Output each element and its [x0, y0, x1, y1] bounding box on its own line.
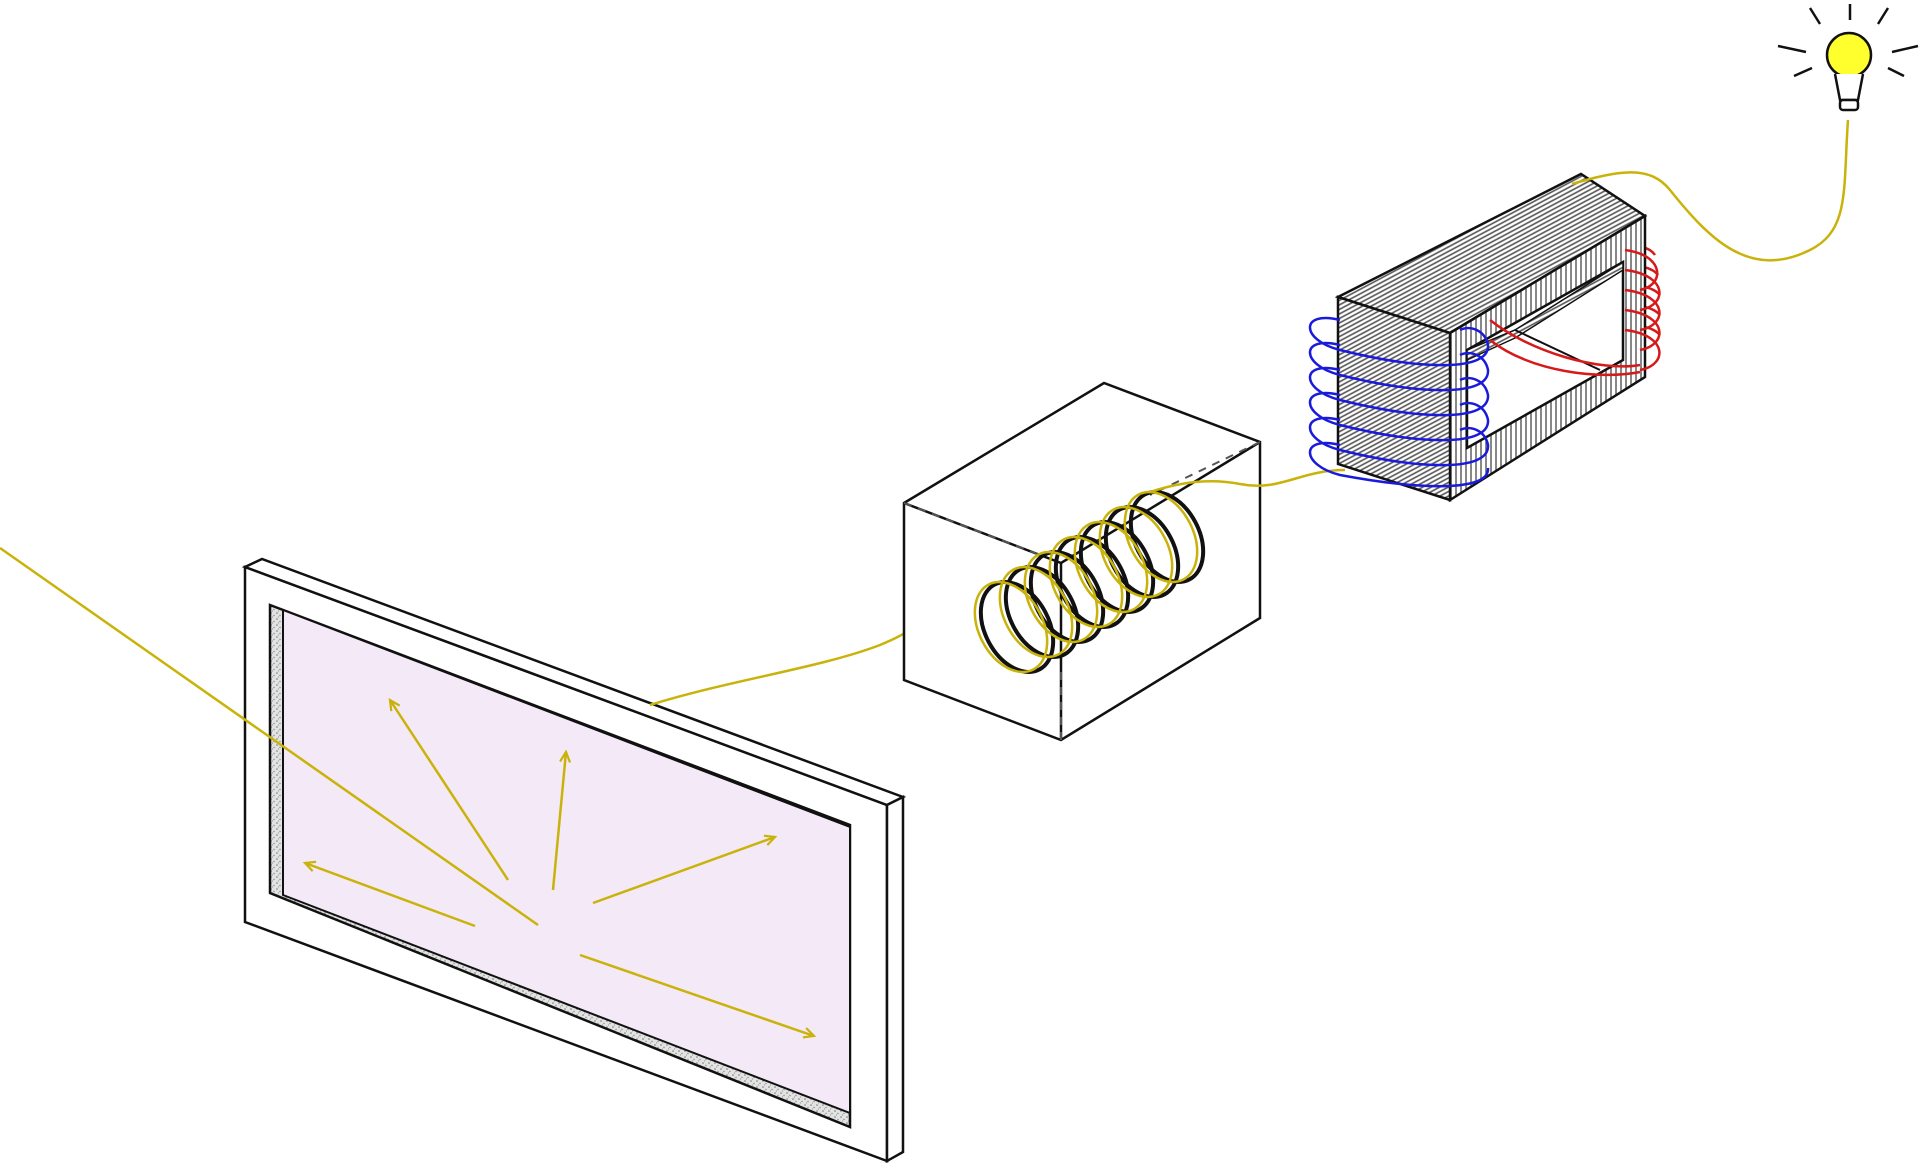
scatter-arrow [592, 834, 778, 905]
scattered-light-arrows [302, 697, 817, 1039]
scatter-arrow [302, 860, 476, 928]
light-bulb-icon [1777, 4, 1919, 112]
box-hidden-edges [903, 441, 1261, 740]
scatter-arrow [551, 749, 572, 891]
wire-coil-to-transformer [1149, 468, 1346, 494]
core-front-face [1336, 295, 1452, 502]
panel-frame-side-edge [885, 794, 905, 1163]
solar-panel [241, 557, 907, 1163]
bulb-base [1838, 98, 1860, 112]
bulb-neck [1833, 73, 1865, 102]
bulb-glass [1825, 31, 1873, 79]
induction-coil [973, 490, 1206, 674]
panel-glass [282, 608, 851, 1115]
core-window [1465, 259, 1625, 451]
transformer-core [1308, 172, 1661, 503]
wire-transformer-to-bulb [1571, 119, 1850, 262]
bulb-rays [1777, 4, 1919, 78]
scatter-arrow [388, 697, 510, 881]
primary-winding [1308, 316, 1490, 488]
secondary-winding [1489, 248, 1661, 377]
incident-light-ray [0, 546, 539, 927]
scatter-arrow [579, 953, 817, 1039]
